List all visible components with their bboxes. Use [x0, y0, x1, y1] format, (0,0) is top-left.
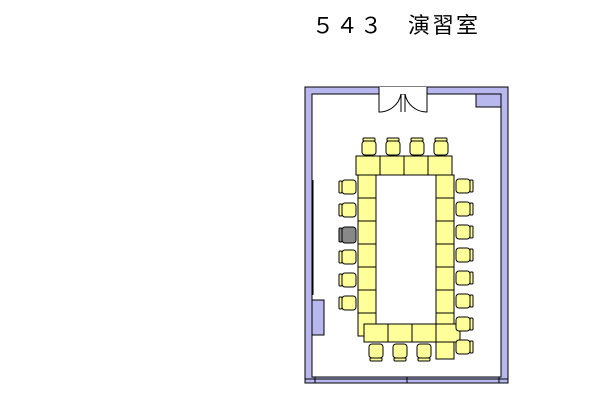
table-top: [403, 155, 429, 176]
chair-seat: [341, 295, 357, 311]
chair-back: [469, 225, 474, 239]
chair-back: [338, 296, 343, 310]
table-right: [435, 220, 455, 245]
chair-back: [386, 137, 400, 142]
chair[interactable]: [409, 137, 425, 156]
table-right: [435, 266, 455, 291]
chair-seat: [361, 140, 377, 156]
chair[interactable]: [361, 137, 377, 156]
chair[interactable]: [338, 295, 357, 311]
chair[interactable]: [416, 343, 432, 362]
chair-back: [469, 340, 474, 354]
chair-back: [417, 357, 431, 362]
table-left: [357, 220, 377, 245]
chair-seat: [455, 224, 471, 240]
chair[interactable]: [455, 339, 474, 355]
table-left: [357, 197, 377, 222]
table-bottom: [363, 323, 389, 343]
chair-seat: [455, 201, 471, 217]
chair[interactable]: [455, 201, 474, 217]
chair[interactable]: [455, 247, 474, 263]
wall-bump: [311, 299, 325, 336]
chair[interactable]: [338, 272, 357, 288]
chair-back: [362, 137, 376, 142]
chair-back: [393, 357, 407, 362]
table-left: [357, 266, 377, 291]
door[interactable]: [378, 87, 428, 113]
chair-back: [369, 357, 383, 362]
chair-seat: [455, 316, 471, 332]
chair-seat: [341, 202, 357, 218]
table-left: [357, 174, 377, 199]
chair[interactable]: [433, 137, 449, 156]
door-opening: [379, 87, 427, 94]
table-right: [435, 243, 455, 268]
chair-seat: [455, 247, 471, 263]
table-bottom: [387, 323, 413, 343]
chair-seat: [368, 343, 384, 359]
chair-back: [469, 248, 474, 262]
chairs: [338, 137, 474, 362]
chair-back: [338, 203, 343, 217]
table-bottom: [411, 323, 437, 343]
chair-back: [338, 180, 343, 194]
chair-back: [338, 273, 343, 287]
chair-seat: [455, 270, 471, 286]
door-leaf: [404, 93, 428, 113]
chair[interactable]: [392, 343, 408, 362]
room-title: ５４３ 演習室: [312, 14, 481, 39]
table-top: [427, 155, 453, 176]
chair-back: [469, 317, 474, 331]
chair-seat: [455, 339, 471, 355]
chair-seat: [385, 140, 401, 156]
table-left: [357, 289, 377, 314]
table-left: [357, 243, 377, 268]
chair-back: [338, 227, 343, 243]
chair-seat: [341, 249, 357, 265]
corner-column: [475, 93, 502, 108]
chair-back: [338, 250, 343, 264]
chair-back: [469, 271, 474, 285]
table-right: [435, 289, 455, 314]
chair-back: [434, 137, 448, 142]
chair-seat: [433, 140, 449, 156]
chair[interactable]: [338, 202, 357, 218]
table-bottom: [435, 323, 461, 343]
tables: [355, 155, 461, 360]
chair-back: [469, 202, 474, 216]
door-leaf: [378, 93, 402, 113]
chair[interactable]: [455, 316, 474, 332]
chair-seat: [455, 178, 471, 194]
chair-seat: [392, 343, 408, 359]
table-top: [355, 155, 381, 176]
chair[interactable]: [338, 179, 357, 195]
chair[interactable]: [338, 249, 357, 265]
chair[interactable]: [368, 343, 384, 362]
chair[interactable]: [455, 178, 474, 194]
chair[interactable]: [455, 224, 474, 240]
chair[interactable]: [455, 293, 474, 309]
table-top: [379, 155, 405, 176]
chair-seat: [455, 293, 471, 309]
chair-seat: [409, 140, 425, 156]
chair-back: [469, 179, 474, 193]
chair-back: [410, 137, 424, 142]
chair-seat: [341, 179, 357, 195]
table-right: [435, 197, 455, 222]
chair-seat: [416, 343, 432, 359]
instructor-chair[interactable]: [338, 226, 357, 244]
chair-seat: [341, 226, 357, 244]
chair[interactable]: [455, 270, 474, 286]
table-right: [435, 174, 455, 199]
chair-back: [469, 294, 474, 308]
chair-seat: [341, 272, 357, 288]
chair[interactable]: [385, 137, 401, 156]
